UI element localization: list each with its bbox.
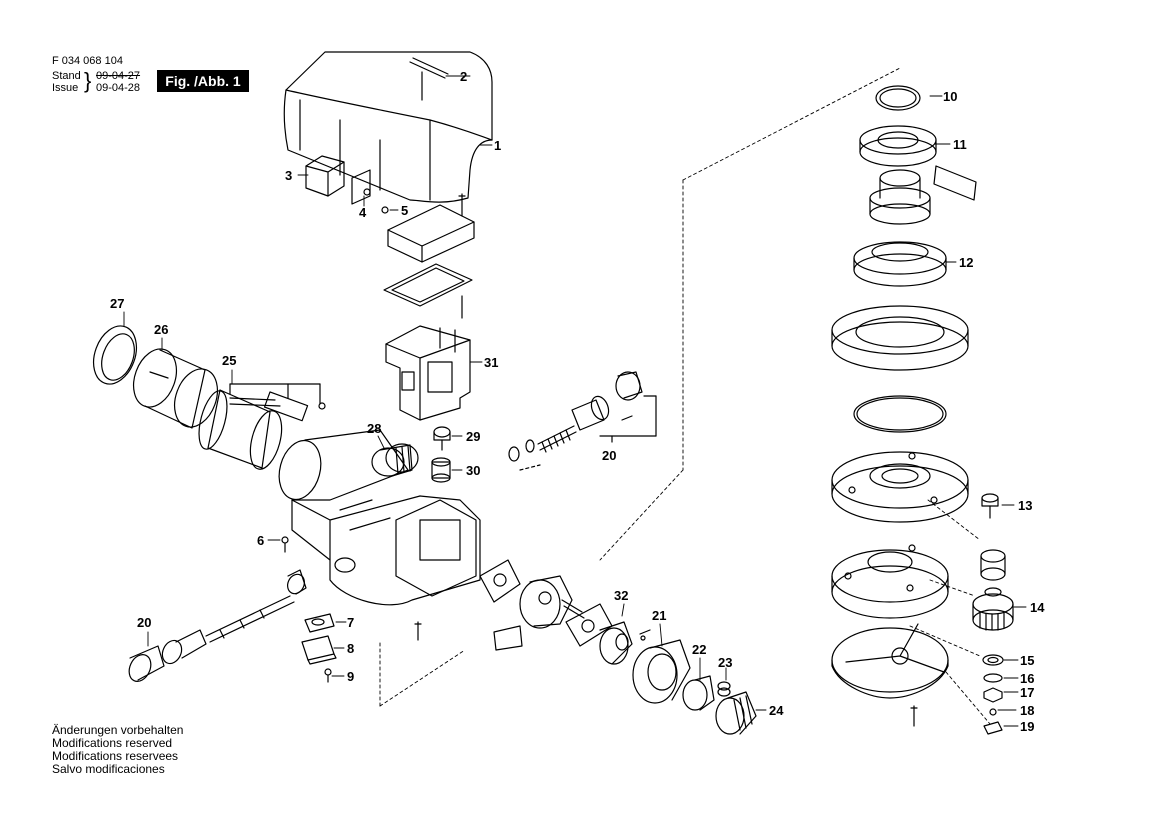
callout-27: 27 [110,296,124,311]
issue-label: Issue [52,82,79,94]
callout-labels: 1 2 3 4 5 6 7 8 9 10 11 12 13 14 15 16 1… [110,69,1045,734]
part-sleeve [980,549,1006,581]
callout-31: 31 [484,355,498,370]
part-o-ring [853,395,947,433]
callout-23: 23 [718,655,732,670]
callout-5: 5 [401,203,408,218]
callout-19: 19 [1020,719,1034,734]
callout-24: 24 [769,703,784,718]
callout-32: 32 [614,588,628,603]
part-cylinder-22 [682,675,715,711]
part-spring-23 [717,681,731,697]
part-screw-bottom [414,621,422,641]
part-ring-21 [632,639,691,704]
part-washer-16 [983,673,1003,683]
leader-lines [123,75,1027,727]
callout-26: 26 [154,322,168,337]
dashed-links [909,499,991,725]
part-knob-28 [371,444,413,477]
callout-6: 6 [257,533,264,548]
callout-1: 1 [494,138,501,153]
callout-4: 4 [359,205,367,220]
part-housing-cover [283,51,493,203]
part-screw-13 [981,493,999,519]
part-washer-15 [982,654,1004,666]
note-spanish: Salvo modificaciones [52,762,165,776]
part-nut-17 [983,687,1003,703]
callout-9: 9 [347,669,354,684]
part-gear-14 [972,587,1014,631]
part-gear-plate [519,575,585,629]
callout-22: 22 [692,642,706,657]
part-clip-19 [983,721,1003,735]
callout-10: 10 [943,89,957,104]
callout-21: 21 [652,608,666,623]
callout-3: 3 [285,168,292,183]
part-bar [493,625,523,651]
part-ring-27 [92,325,138,385]
part-screws-4-5 [351,169,466,217]
part-spindle-assembly-20-upper [508,371,657,471]
callout-7: 7 [347,615,354,630]
modification-notes: Änderungen vorbehalten Modifications res… [52,724,183,776]
callout-20-lower: 20 [137,615,151,630]
part-screw-29 [433,426,451,451]
callout-13: 13 [1018,498,1032,513]
callout-30: 30 [466,463,480,478]
callout-11: 11 [953,137,967,152]
note-german: Änderungen vorbehalten [52,723,184,737]
part-large-disc [831,305,969,371]
part-bushing [869,169,931,225]
part-spindle-assembly-20-lower [128,569,307,682]
part-small-block [305,155,345,197]
part-knob-24 [715,691,757,735]
part-circlip-10 [875,85,921,111]
document-number: F 034 068 104 [52,55,123,67]
callout-14: 14 [1030,600,1045,615]
callout-8: 8 [347,641,354,656]
part-gasket [479,559,521,603]
part-screw-small [639,629,651,641]
part-circuit-board-lower [383,263,473,319]
part-rod [409,57,449,101]
callout-25: 25 [222,353,236,368]
part-ball-18 [989,708,997,716]
part-plate-32 [565,603,633,665]
part-ring-12 [853,241,947,287]
part-main-body [278,429,481,606]
part-circuit-board-upper [387,204,475,263]
note-english: Modifications reserved [52,736,173,750]
part-tripod-base [831,623,949,727]
part-gear-ring-11 [859,125,937,167]
callout-18: 18 [1020,703,1034,718]
part-optical-tube-25 [198,383,326,470]
callout-16: 16 [1020,671,1034,686]
callout-17: 17 [1020,685,1034,700]
callout-20-upper: 20 [602,448,616,463]
stand-label: Stand [52,70,81,82]
callout-29: 29 [466,429,480,444]
part-screw-6 [281,536,289,553]
callout-12: 12 [959,255,973,270]
note-french: Modifications reservees [52,749,179,763]
callout-2: 2 [460,69,467,84]
stand-date: 09-04-27 [96,70,141,82]
header-brace: } [84,68,92,93]
issue-date: 09-04-28 [96,82,141,94]
part-cylinder-26 [132,348,219,429]
part-label-plate [933,165,977,201]
part-bracket-7 [304,613,335,633]
assembly-guide-lines [379,67,901,707]
part-nut-30 [431,457,451,483]
callout-15: 15 [1020,653,1034,668]
part-base-plate-upper [831,451,969,523]
part-screw-9 [324,668,332,683]
part-electronics-module-31 [385,325,471,421]
part-base-plate-lower [831,544,949,619]
part-clamp-8 [301,635,337,665]
callout-28: 28 [367,421,381,436]
figure-label: Fig. /Abb. 1 [157,70,249,92]
